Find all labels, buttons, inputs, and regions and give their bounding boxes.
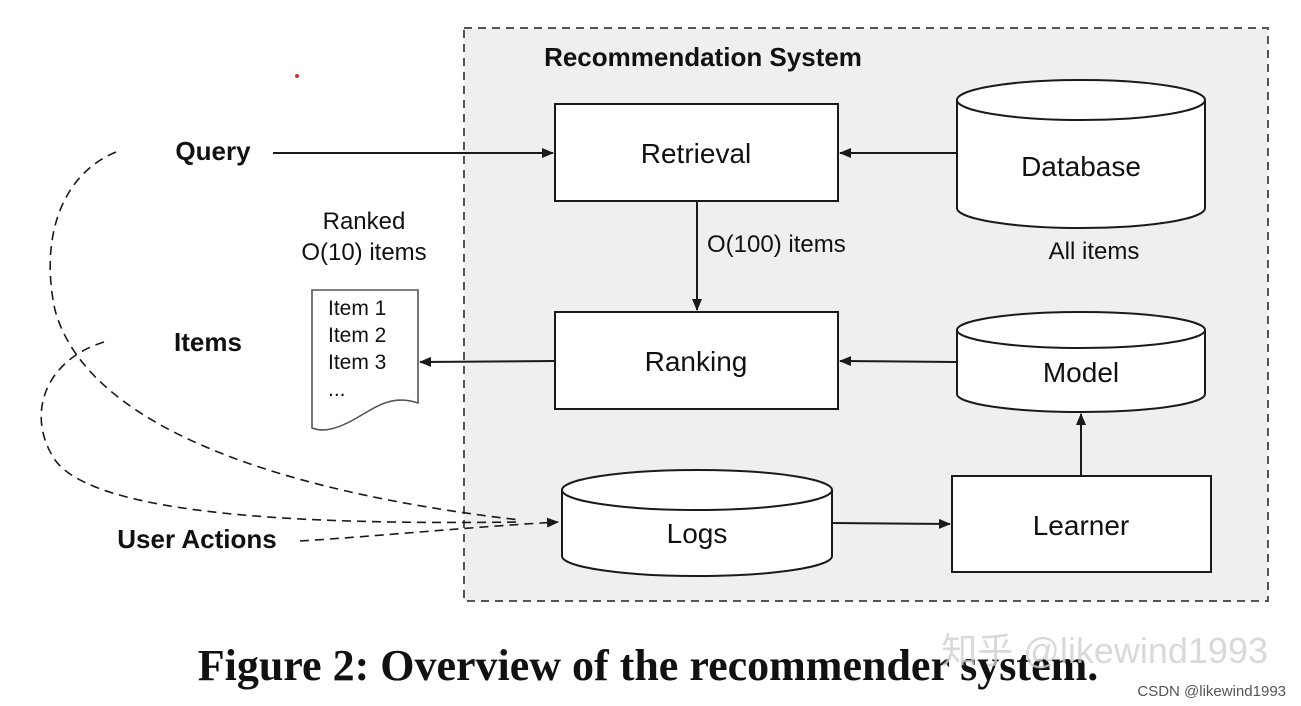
model-node: Model [956, 311, 1206, 413]
edge-model-ranking [839, 356, 958, 367]
ranking-label: Ranking [645, 346, 748, 377]
items-label: Items [174, 327, 242, 357]
item-list-entry-2: Item 2 [328, 324, 386, 347]
watermark-main: 知乎 @likewind1993 [941, 630, 1268, 671]
figure-caption: Figure 2: Overview of the recommender sy… [198, 641, 1099, 690]
database-node: Database [956, 79, 1206, 229]
dashed-items-to-logs [40, 341, 521, 524]
ranked-line1: Ranked [323, 208, 406, 235]
all-items-label: All items [1049, 238, 1140, 265]
item-list-entry-1: Item 1 [328, 297, 386, 320]
item-list-document: Item 1 Item 2 Item 3 ... [311, 289, 419, 431]
learner-node: Learner [951, 475, 1212, 573]
logs-label: Logs [667, 518, 728, 549]
o100-label: O(100) items [707, 231, 846, 258]
retrieval-node: Retrieval [554, 103, 839, 202]
watermark-small: CSDN @likewind1993 [1137, 683, 1286, 700]
item-list-entry-4: ... [328, 378, 346, 401]
dashed-user-actions-to-logs [299, 517, 559, 542]
logs-node: Logs [561, 469, 833, 577]
user-actions-label: User Actions [117, 524, 276, 554]
stray-dot [295, 74, 299, 78]
ranked-line2: O(10) items [301, 239, 426, 266]
edge-ranking-items [419, 356, 556, 367]
retrieval-label: Retrieval [641, 138, 751, 169]
query-label: Query [175, 136, 251, 166]
learner-label: Learner [1033, 510, 1130, 541]
ranking-node: Ranking [554, 311, 839, 410]
database-label: Database [1021, 151, 1141, 182]
system-title: Recommendation System [544, 42, 862, 72]
edge-logs-learner [831, 518, 951, 529]
dashed-query-to-logs [49, 151, 521, 521]
item-list-entry-3: Item 3 [328, 351, 386, 374]
model-label: Model [1043, 357, 1119, 388]
